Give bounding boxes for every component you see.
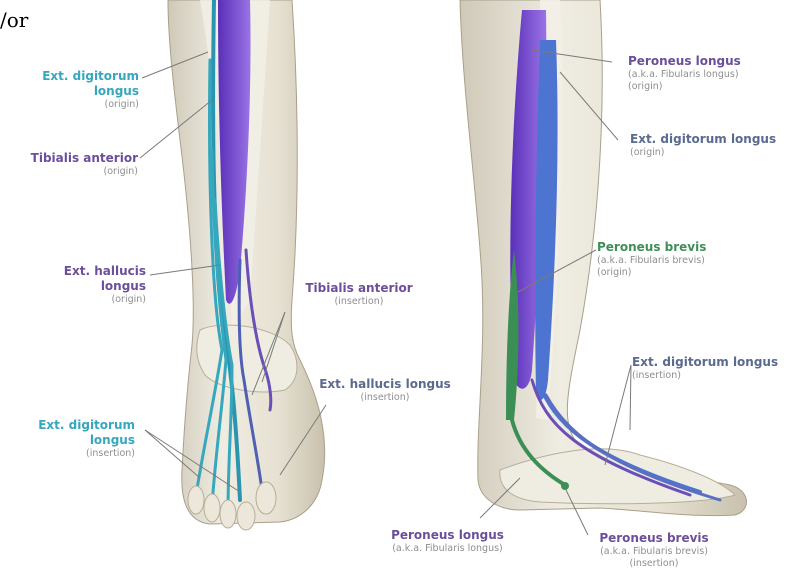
label-aka: (a.k.a. Fibularis longus) [370,543,525,555]
label-ext-digitorum-longus-insertion: Ext. digitorum longus (insertion) [38,418,135,460]
label-name: Peroneus brevis [597,240,706,255]
label-name: Ext. digitorum [38,418,135,433]
label-sub: (origin) [597,267,706,279]
label-name: Tibialis anterior [298,281,420,296]
label-sub: (insertion) [38,448,135,460]
label-sub: (origin) [64,294,146,306]
label-peroneus-brevis-origin: Peroneus brevis (a.k.a. Fibularis brevis… [597,240,706,279]
label-name: longus [38,433,135,448]
label-name: Tibialis anterior [31,151,138,166]
label-name: longus [64,279,146,294]
label-sub: (origin) [628,81,741,93]
label-sub: (origin) [42,99,139,111]
label-sub: (insertion) [632,370,778,382]
label-sub: (origin) [31,166,138,178]
label-sub: (insertion) [580,558,728,570]
label-tibialis-anterior-origin: Tibialis anterior (origin) [31,151,138,178]
label-name: Ext. hallucis longus [310,377,460,392]
label-name: Peroneus longus [370,528,525,543]
cropped-text-fragment: /or [0,8,28,32]
label-aka: (a.k.a. Fibularis brevis) [580,546,728,558]
label-sub: (origin) [630,147,776,159]
label-aka: (a.k.a. Fibularis longus) [628,69,741,81]
label-sub: (insertion) [310,392,460,404]
label-ext-hallucis-longus-origin: Ext. hallucis longus (origin) [64,264,146,306]
label-name: Ext. digitorum longus [632,355,778,370]
label-name: Ext. digitorum longus [630,132,776,147]
label-peroneus-longus-origin: Peroneus longus (a.k.a. Fibularis longus… [628,54,741,93]
label-peroneus-longus-insertion: Peroneus longus (a.k.a. Fibularis longus… [370,528,525,555]
label-name: Ext. digitorum [42,69,139,84]
label-name: Peroneus longus [628,54,741,69]
label-ext-digitorum-longus-insertion-lateral: Ext. digitorum longus (insertion) [632,355,778,382]
label-ext-hallucis-longus-insertion: Ext. hallucis longus (insertion) [310,377,460,404]
label-aka: (a.k.a. Fibularis brevis) [597,255,706,267]
label-sub: (insertion) [298,296,420,308]
label-name: longus [42,84,139,99]
anterior-leg-figure [168,0,325,530]
label-ext-digitorum-longus-origin: Ext. digitorum longus (origin) [42,69,139,111]
label-name: Peroneus brevis [580,531,728,546]
label-peroneus-brevis-insertion: Peroneus brevis (a.k.a. Fibularis brevis… [580,531,728,570]
label-ext-digitorum-longus-origin-lateral: Ext. digitorum longus (origin) [630,132,776,159]
label-tibialis-anterior-insertion: Tibialis anterior (insertion) [298,281,420,308]
label-name: Ext. hallucis [64,264,146,279]
